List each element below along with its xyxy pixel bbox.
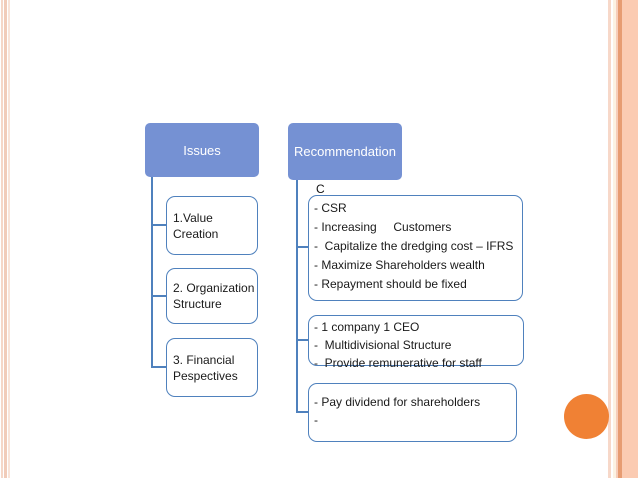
left-border-stripe xyxy=(4,0,7,478)
issue-box-value-creation[interactable]: 1.Value Creation xyxy=(166,196,258,255)
issue-box-financial-perspectives[interactable]: 3. Financial Pespectives xyxy=(166,338,258,397)
right-border-stripe-dark xyxy=(618,0,622,478)
issues-connector-stub-1 xyxy=(151,224,167,226)
right-border-band xyxy=(622,0,638,478)
issues-connector-vertical xyxy=(151,177,153,368)
stray-text-label: C xyxy=(316,182,325,196)
recommendation-connector-stub-2 xyxy=(296,339,309,341)
recommendation-connector-stub-1 xyxy=(296,246,309,248)
right-border-stripe xyxy=(608,0,611,478)
issue-box-organization-structure[interactable]: 2. Organization Structure xyxy=(166,268,258,324)
orange-circle-decoration xyxy=(564,394,609,439)
issues-connector-stub-3 xyxy=(151,366,167,368)
recommendation-header-box[interactable]: Recommendation xyxy=(288,123,402,180)
left-border-stripe xyxy=(1,0,3,478)
issues-header-box[interactable]: Issues xyxy=(145,123,259,177)
right-border-stripe xyxy=(616,0,618,478)
issues-connector-stub-2 xyxy=(151,295,167,297)
recommendation-box-1[interactable]: - CSR - Increasing Customers - Capitaliz… xyxy=(308,195,523,301)
right-border-stripe xyxy=(613,0,616,478)
recommendation-box-2[interactable]: - 1 company 1 CEO - Multidivisional Stru… xyxy=(308,315,524,370)
recommendation-connector-vertical xyxy=(296,180,298,413)
left-border-stripe xyxy=(8,0,10,478)
recommendation-box-3[interactable]: - Pay dividend for shareholders - xyxy=(308,383,517,442)
recommendation-connector-stub-3 xyxy=(296,411,309,413)
